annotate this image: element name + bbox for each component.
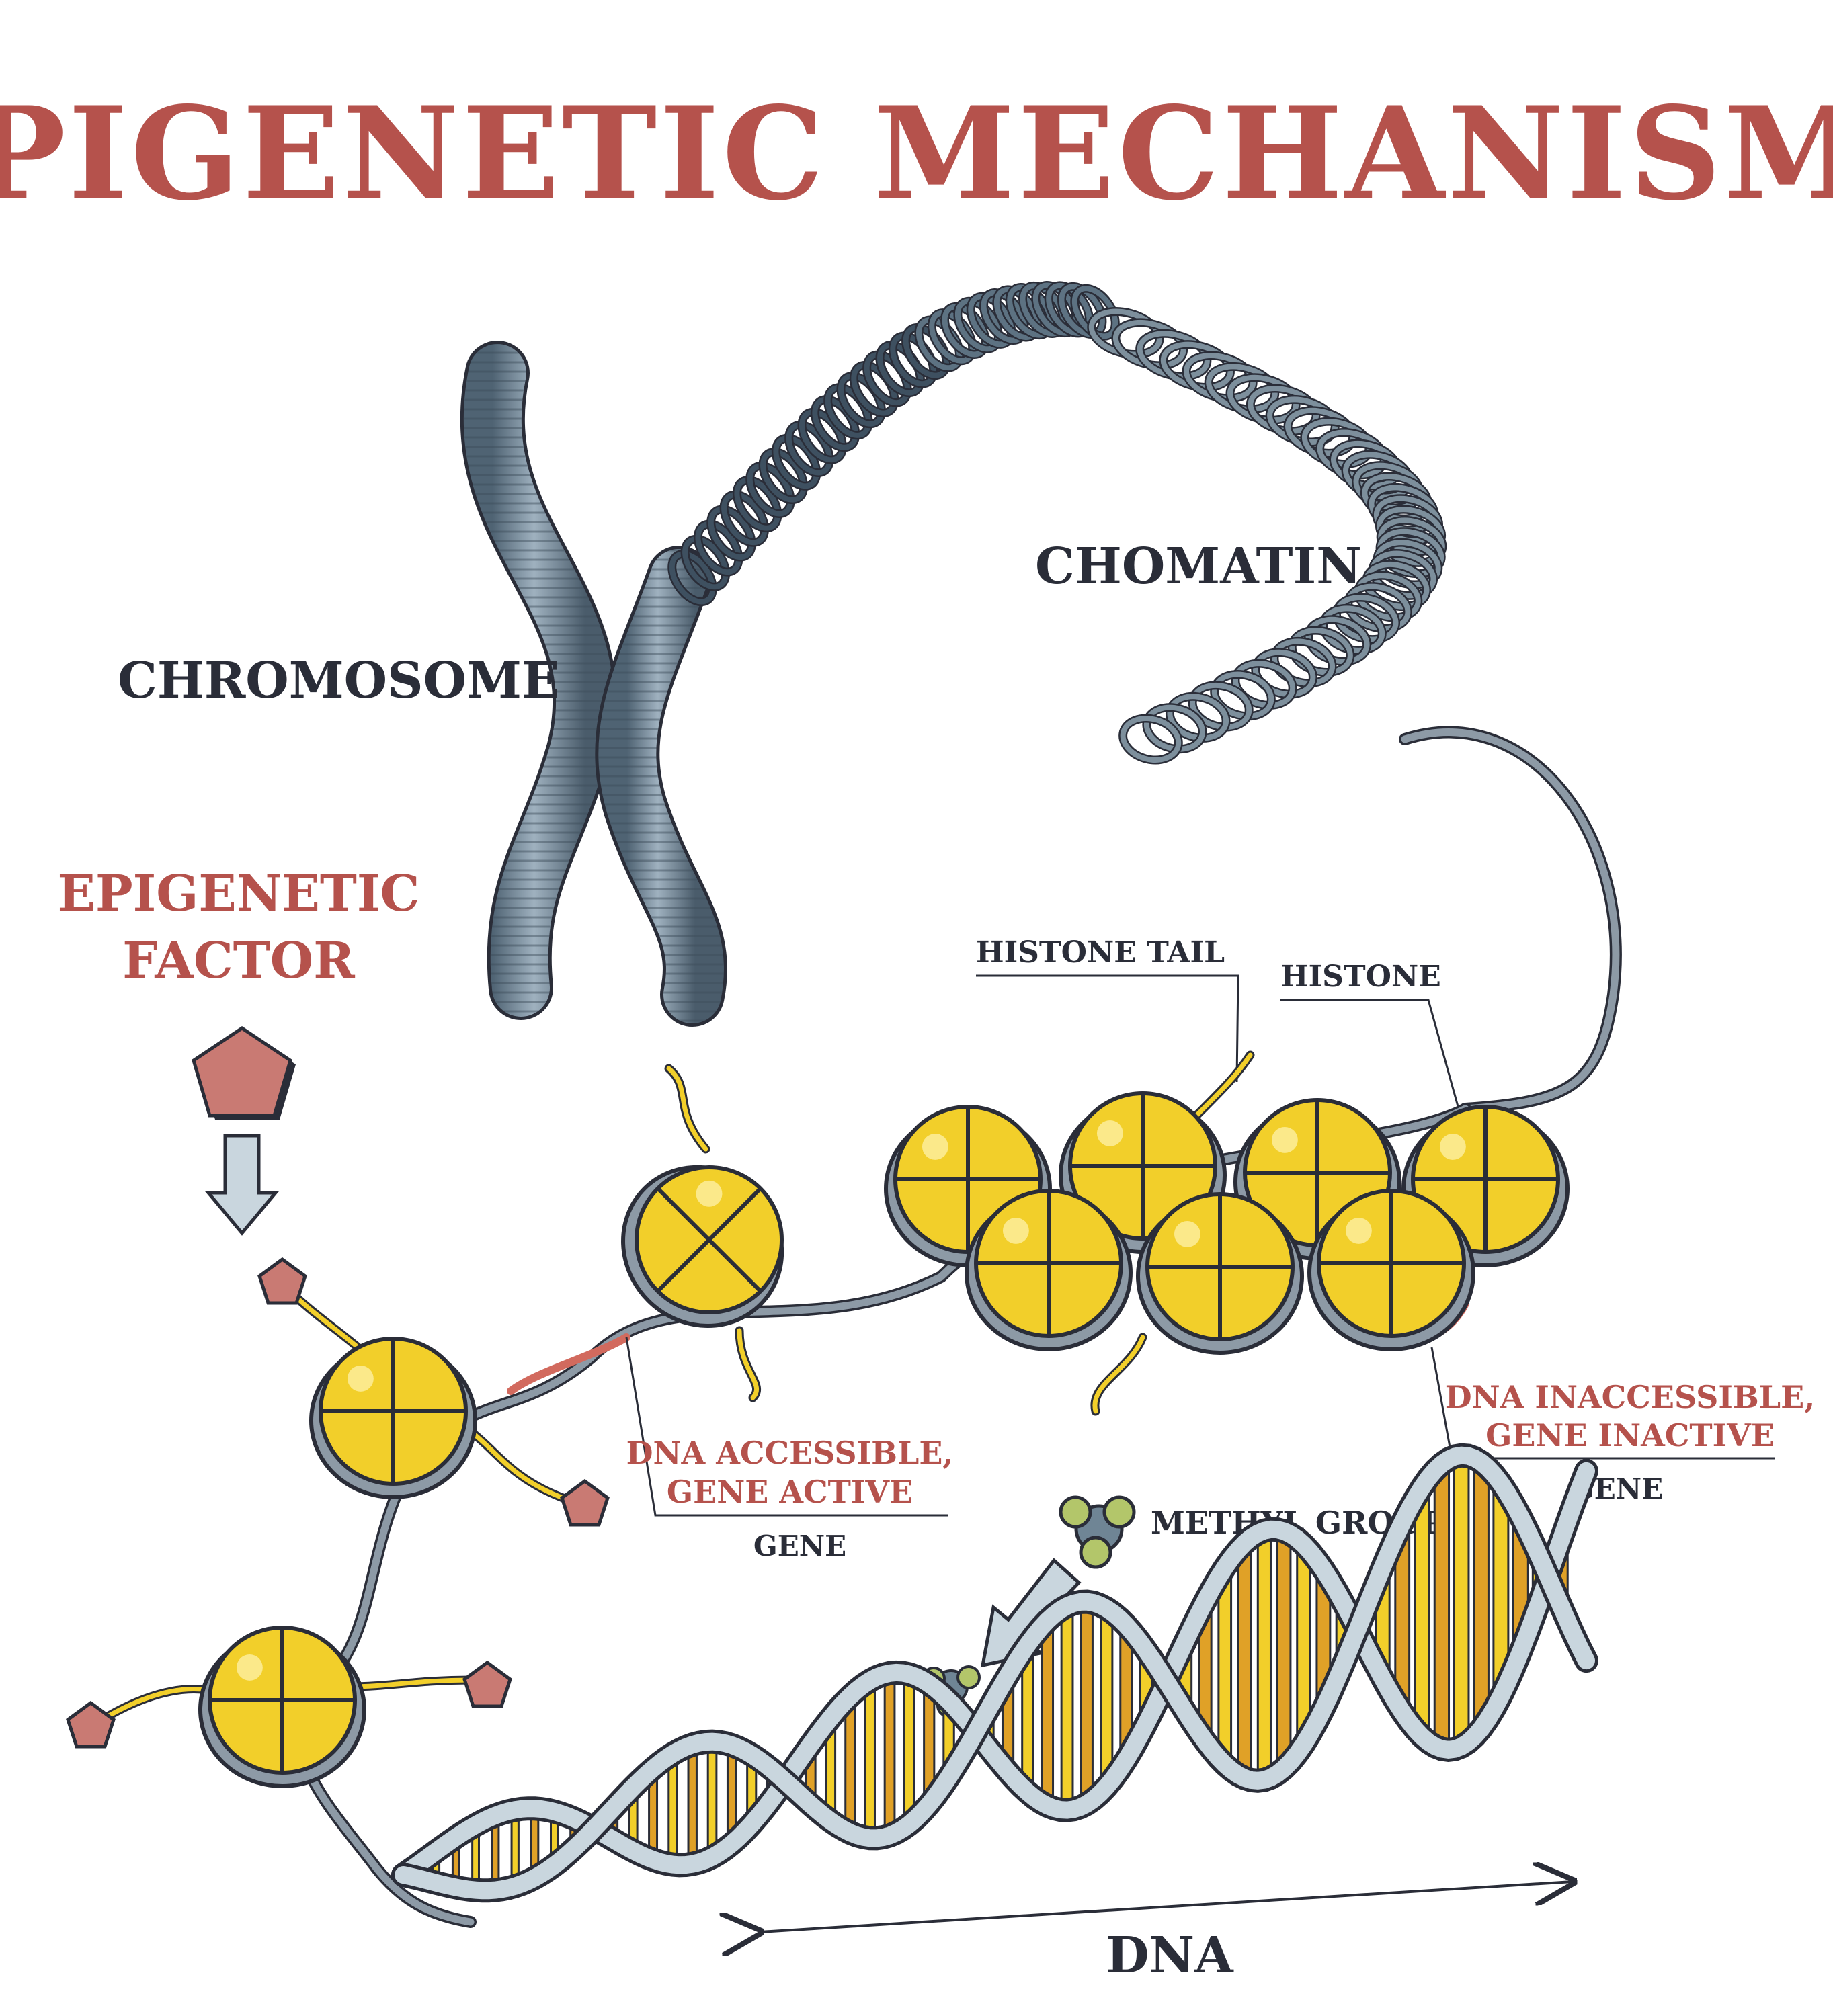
- histone-icon: [1136, 1192, 1304, 1355]
- chromatin-strand: [1399, 726, 1622, 1115]
- chromatin-label: CHOMATIN: [1035, 538, 1362, 595]
- histone-icon: [198, 1626, 366, 1788]
- dna-label: DNA: [1106, 1927, 1234, 1984]
- dna-inaccessible-label-line2: GENE INACTIVE: [1485, 1417, 1775, 1454]
- chromosome-icon: [460, 341, 727, 1027]
- dna-helix-icon: [391, 1443, 1598, 1903]
- coil-loop-fill: [682, 536, 729, 590]
- histone-tail-fill: [468, 1429, 567, 1501]
- dna-inaccessible-label-line1: DNA INACCESSIBLE,: [1445, 1379, 1815, 1415]
- coil-loop-fill: [695, 521, 741, 575]
- histone-tail-label: HISTONE TAIL: [976, 935, 1225, 970]
- histone-icon: [1307, 1189, 1475, 1351]
- histone-tail-fill: [347, 1677, 473, 1689]
- coil-loop-fill: [773, 435, 819, 489]
- gene-active-label: GENE: [753, 1529, 846, 1562]
- epigenetic-factor-pentagon-icon: [66, 1700, 116, 1749]
- page-title: EPIGENETIC MECHANISMS: [0, 79, 1833, 228]
- methyl-group-icon: [1059, 1495, 1136, 1569]
- dna-length-arrow: [760, 1882, 1573, 1932]
- histone-tail-fill: [1092, 1335, 1145, 1414]
- histone-tail-fill: [666, 1066, 708, 1152]
- epigenetic-factor-pentagon-icon: [560, 1478, 610, 1527]
- epigenetic-factor-label-line2: FACTOR: [122, 932, 355, 990]
- epigenetic-factor-label-line1: EPIGENETIC: [58, 865, 420, 923]
- coil-loop-fill: [942, 304, 989, 358]
- dna-backbone-a: [395, 1446, 1595, 1900]
- histone-icon: [965, 1189, 1133, 1351]
- dna-accessible-label-line2: GENE ACTIVE: [667, 1474, 913, 1510]
- epigenetic-factor-pentagon-icon: [192, 1025, 296, 1120]
- chromatin-coil: [667, 280, 1447, 765]
- epigenetic-factor-pentagon-icon: [257, 1257, 307, 1305]
- active-gene-segment: [507, 1333, 630, 1395]
- histone-label: HISTONE: [1280, 960, 1441, 994]
- nucleosome-cluster: [66, 1050, 1570, 1928]
- dna-accessible-label-line1: DNA ACCESSIBLE,: [626, 1435, 954, 1471]
- histone-icon: [309, 1337, 477, 1499]
- histone-icon: [621, 1165, 784, 1328]
- factor-arrow-icon: [204, 1134, 280, 1236]
- coil-loop-fill: [1071, 286, 1118, 339]
- coil-loop-fill: [734, 477, 780, 531]
- chromosome-label: CHROMOSOME: [118, 652, 559, 710]
- coil-loop-fill: [669, 551, 716, 605]
- coil-loop-fill: [760, 449, 807, 503]
- coil-loop-fill: [747, 463, 794, 517]
- epigenetic-factor-pentagon-icon: [462, 1660, 512, 1708]
- coil-loop-fill: [708, 506, 755, 560]
- coil-loop-fill: [721, 492, 768, 546]
- coil-loop-fill: [1120, 716, 1182, 763]
- histone-tail-fill: [737, 1328, 759, 1400]
- histone-tail-fill: [1194, 1052, 1253, 1118]
